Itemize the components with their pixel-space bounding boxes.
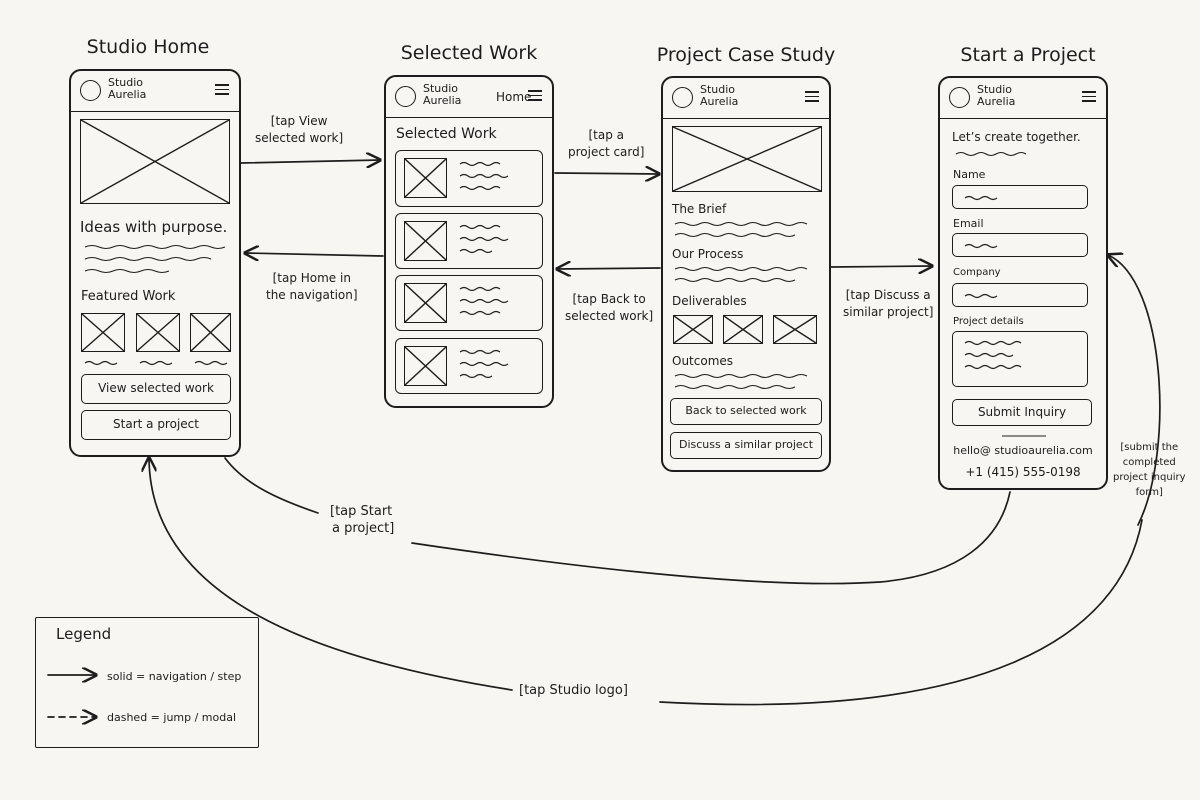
project-card-1[interactable] [395, 150, 543, 207]
page-heading: Selected Work [396, 126, 497, 142]
arrow-start-path-a [411, 491, 1011, 585]
brief-text [674, 221, 808, 238]
divider [1002, 435, 1046, 437]
screen-title-start: Start a Project [960, 44, 1096, 66]
transition-label-tap-logo: [tap Studio logo] [519, 683, 628, 698]
featured-heading: Featured Work [81, 289, 176, 304]
phone-selected-work: Studio Aurelia Home Selected Work [384, 75, 554, 408]
project-details-label: Project details [953, 316, 1024, 327]
outcomes-text [674, 373, 808, 390]
contact-phone[interactable]: +1 (415) 555-0198 [965, 465, 1081, 479]
brand-name[interactable]: Studio Aurelia [977, 83, 1016, 108]
deliverable-thumb-3 [773, 315, 817, 344]
company-field[interactable] [952, 283, 1088, 307]
menu-icon[interactable] [215, 84, 229, 95]
section-outcomes-heading: Outcomes [672, 354, 734, 368]
legend-title: Legend [56, 625, 112, 643]
legend-box: Legend solid = navigation / step dashed … [35, 617, 259, 748]
screen-title-case: Project Case Study [656, 44, 836, 66]
screen-title-work: Selected Work [400, 42, 538, 64]
name-label: Name [953, 168, 986, 181]
deliverable-thumb-1 [673, 315, 713, 344]
hero-image-placeholder [80, 119, 230, 204]
case-hero-image-placeholder [672, 126, 822, 192]
body-text-placeholder [84, 244, 226, 274]
card-text [459, 161, 509, 191]
card-text [459, 349, 509, 379]
logo-icon[interactable] [80, 80, 101, 101]
card-thumb [404, 283, 447, 323]
featured-thumb-2[interactable] [136, 313, 180, 352]
card-thumb [404, 221, 447, 261]
card-thumb [404, 346, 447, 386]
card-text [459, 224, 509, 254]
phone-studio-home: Studio Aurelia Ideas with purpose. Featu… [69, 69, 241, 457]
deliverable-thumb-2 [723, 315, 763, 344]
legend-dashed-label: dashed = jump / modal [107, 711, 237, 724]
brand-name[interactable]: Studio Aurelia [108, 76, 147, 101]
section-brief-heading: The Brief [672, 202, 727, 216]
discuss-similar-project-button[interactable]: Discuss a similar project [670, 432, 822, 459]
phone-case-study: Studio Aurelia The Brief Our Process Del… [661, 76, 831, 472]
card-text [459, 286, 509, 316]
menu-icon[interactable] [805, 91, 819, 102]
arrow-logo-path-a [659, 519, 1143, 706]
header-bar: Studio Aurelia [940, 78, 1106, 119]
section-deliverables-heading: Deliverables [672, 294, 747, 308]
headline: Ideas with purpose. [80, 218, 228, 236]
process-text [674, 266, 808, 283]
arrow-start-path-b [224, 457, 319, 514]
menu-icon[interactable] [528, 90, 542, 101]
card-thumb [404, 158, 447, 198]
name-field[interactable] [952, 185, 1088, 209]
nav-home-link[interactable]: Home [496, 90, 532, 104]
brand-name[interactable]: Studio Aurelia [700, 83, 739, 108]
project-card-2[interactable] [395, 213, 543, 269]
featured-thumb-3[interactable] [190, 313, 231, 352]
header-bar: Studio Aurelia Home [386, 77, 552, 118]
back-to-selected-work-button[interactable]: Back to selected work [670, 398, 822, 425]
project-card-3[interactable] [395, 275, 543, 331]
header-bar: Studio Aurelia [71, 71, 239, 112]
view-selected-work-button[interactable]: View selected work [81, 374, 231, 404]
header-bar: Studio Aurelia [663, 78, 829, 119]
menu-icon[interactable] [1082, 91, 1096, 102]
email-label: Email [953, 217, 984, 230]
company-label: Company [953, 267, 1001, 278]
section-process-heading: Our Process [672, 247, 744, 261]
logo-icon[interactable] [395, 86, 416, 107]
arrow-case-to-start [830, 266, 932, 267]
submit-inquiry-button[interactable]: Submit Inquiry [952, 399, 1092, 426]
screen-title-home: Studio Home [86, 36, 210, 58]
start-project-button[interactable]: Start a project [81, 410, 231, 440]
arrow-case-to-work [557, 268, 661, 269]
project-card-4[interactable] [395, 338, 543, 394]
contact-email[interactable]: hello@ studioaurelia.com [953, 444, 1093, 457]
arrow-work-to-home [245, 253, 384, 256]
project-details-textarea[interactable] [952, 331, 1088, 387]
logo-icon[interactable] [672, 87, 693, 108]
featured-thumb-1[interactable] [81, 313, 125, 352]
thumb-captions [84, 360, 228, 366]
email-field[interactable] [952, 233, 1088, 257]
legend-solid-label: solid = navigation / step [107, 670, 242, 683]
arrow-work-to-case [554, 173, 659, 174]
arrow-home-to-work [240, 160, 380, 163]
phone-start-project: Studio Aurelia Let’s create together. Na… [938, 76, 1108, 490]
logo-icon[interactable] [949, 87, 970, 108]
brand-name[interactable]: Studio Aurelia [423, 82, 462, 107]
form-heading: Let’s create together. [952, 130, 1081, 144]
heading-underline [955, 151, 1027, 157]
